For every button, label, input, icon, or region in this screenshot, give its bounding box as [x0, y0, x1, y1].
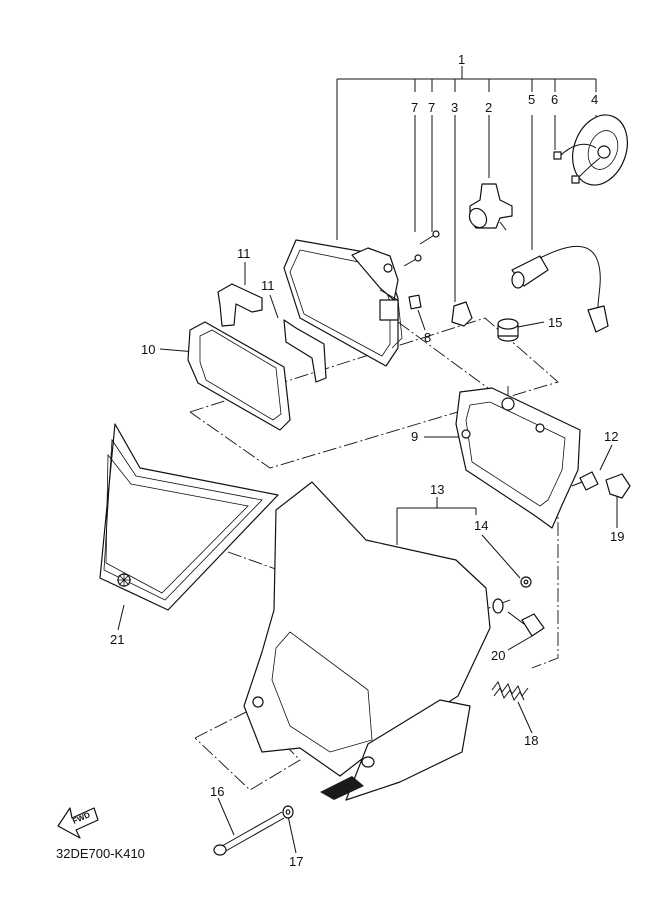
callout-16: 16: [210, 784, 224, 799]
screw-upper: [419, 230, 440, 245]
spring: [491, 680, 529, 702]
callout-13: 13: [430, 482, 444, 497]
washer-lower: [282, 805, 294, 819]
callout-17: 17: [289, 854, 303, 869]
callout-9: 9: [411, 429, 418, 444]
headlight-seal: [187, 321, 291, 431]
headlight-bracket: [455, 387, 581, 529]
callout-14: 14: [474, 518, 488, 533]
clip-nut: [408, 294, 422, 310]
cowl-bolt: [507, 611, 545, 637]
long-bolt: [213, 811, 285, 856]
callout-labels: 1 2 3 4 5 6 7 7 8 9 10 11 11 12 13 14 15…: [110, 52, 624, 869]
washer-upper: [520, 576, 532, 588]
fwd-arrow-icon: FWD: [57, 807, 99, 839]
callout-10: 10: [141, 342, 155, 357]
callout-2: 2: [485, 100, 492, 115]
headlight-bulb: [468, 183, 513, 231]
cable-clamp: [605, 473, 631, 499]
callout-12: 12: [604, 429, 618, 444]
callout-5: 5: [528, 92, 535, 107]
position-bulb: [451, 301, 473, 327]
bracket-bolt: [571, 471, 599, 491]
callout-11-lower: 11: [261, 278, 275, 293]
grommet: [497, 318, 519, 342]
diagram-code: 32DE700-K410: [56, 846, 145, 861]
headlight-cowl: [243, 481, 504, 801]
callout-15: 15: [548, 315, 562, 330]
headlight-unit: [283, 239, 403, 367]
callout-21: 21: [110, 632, 124, 647]
callout-11-upper: 11: [237, 246, 251, 261]
callout-8: 8: [424, 330, 431, 345]
callout-4: 4: [591, 92, 598, 107]
small-seal-lower: [283, 319, 327, 383]
callout-19: 19: [610, 529, 624, 544]
callout-7-lower: 7: [428, 100, 435, 115]
callout-1: 1: [458, 52, 465, 67]
callout-3: 3: [451, 100, 458, 115]
bulb-leads: [553, 143, 601, 184]
socket-cord: [511, 245, 609, 333]
callout-20: 20: [491, 648, 505, 663]
callout-18: 18: [524, 733, 538, 748]
small-seal-upper: [217, 283, 263, 327]
callout-7-upper: 7: [411, 100, 418, 115]
leader-lines: [117, 66, 618, 854]
callout-6: 6: [551, 92, 558, 107]
fender-decal: [99, 423, 279, 611]
screw-lower: [403, 254, 422, 267]
